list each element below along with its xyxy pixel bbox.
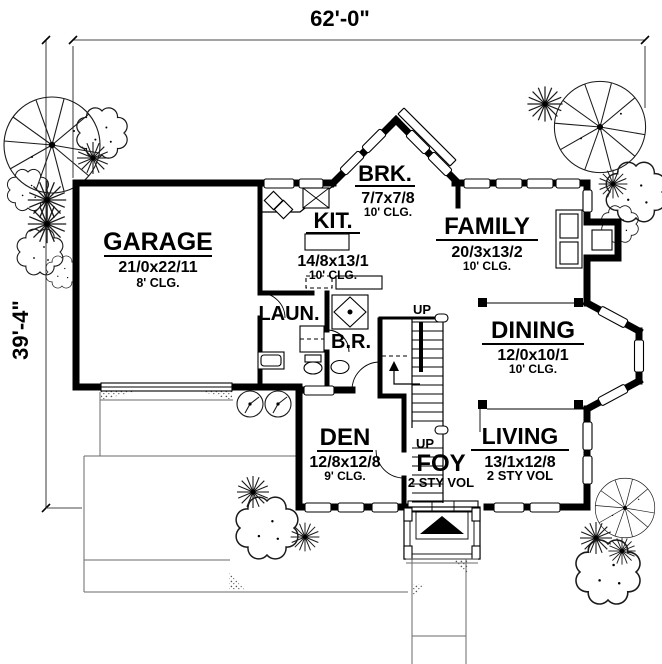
bush-cloud [235, 496, 299, 560]
porch-column [403, 507, 413, 522]
sink [330, 359, 350, 375]
fireplace [555, 209, 613, 269]
room-clg-den: 9' CLG. [324, 469, 366, 483]
front-porch [403, 506, 481, 564]
windows [263, 128, 645, 513]
tree [3, 96, 101, 194]
driveway [83, 390, 408, 593]
bush-star [290, 522, 320, 552]
stairs [382, 313, 449, 503]
porch-column [471, 545, 481, 560]
shrub [236, 390, 264, 418]
porch-gable [420, 516, 464, 534]
bush-cloud [575, 539, 641, 605]
stair-rail [419, 322, 423, 372]
room-label-foyer: FOY [416, 450, 465, 477]
bush-star [526, 85, 564, 123]
toilet [303, 361, 323, 375]
up-arrow [389, 361, 399, 371]
front-walkway [411, 559, 468, 664]
stairs-up-label: UP [413, 302, 431, 317]
room-size-breakfast: 7/7x7/8 [361, 190, 414, 207]
room-size-kitchen: 14/8x13/1 [297, 253, 368, 270]
room-size-living: 13/1x12/8 [484, 454, 555, 471]
room-label-laundry: LAUN. [258, 303, 319, 325]
room-note-foyer: 2 STY VOL [408, 475, 474, 490]
bath-laundry-fixtures [257, 294, 369, 375]
shrub [264, 390, 292, 418]
breakfast-deck [397, 107, 457, 167]
room-clg-garage: 8' CLG. [136, 276, 179, 290]
room-label-family: FAMILY [444, 213, 530, 240]
room-size-dining: 12/0x10/1 [497, 347, 568, 364]
room-clg-breakfast: 10' CLG. [364, 205, 412, 219]
overall-width-dim: 62'-0" [310, 6, 370, 31]
room-label-breakfast: BRK. [358, 161, 412, 186]
bush-star [579, 521, 613, 555]
bush-star [236, 475, 270, 509]
foyer-up-label: UP [416, 436, 434, 451]
room-clg-family: 10' CLG. [463, 259, 511, 273]
room-size-family: 20/3x13/2 [451, 244, 522, 261]
room-size-den: 12/8x12/8 [309, 454, 380, 471]
garage-door [100, 382, 233, 392]
kitchen-fixtures [262, 185, 383, 290]
room-label-garage: GARAGE [103, 228, 213, 256]
room-label-living: LIVING [482, 423, 559, 449]
kitchen-island [304, 233, 350, 251]
porch-column [471, 507, 481, 522]
room-label-dining: DINING [491, 317, 575, 344]
interior-walls [257, 180, 585, 510]
room-label-kitchen: KIT. [313, 208, 352, 233]
bush-star [27, 204, 67, 244]
room-note-living: 2 STY VOL [487, 468, 553, 483]
room-clg-kitchen: 10' CLG. [309, 268, 357, 282]
room-size-garage: 21/0x22/11 [118, 259, 197, 276]
labels: 62'-0" 39'-4" GARAGE 21/0x22/11 8' CLG. … [8, 6, 584, 490]
porch-column [403, 545, 413, 560]
tree [594, 477, 656, 539]
bush-star [76, 141, 110, 175]
room-clg-dining: 10' CLG. [509, 362, 557, 376]
room-label-den: DEN [320, 424, 371, 451]
tree [553, 80, 647, 174]
room-label-bath: B.R. [331, 331, 371, 353]
dimension-lines [41, 35, 650, 513]
overall-depth-dim: 39'-4" [8, 300, 33, 360]
bush-cloud [16, 228, 64, 276]
